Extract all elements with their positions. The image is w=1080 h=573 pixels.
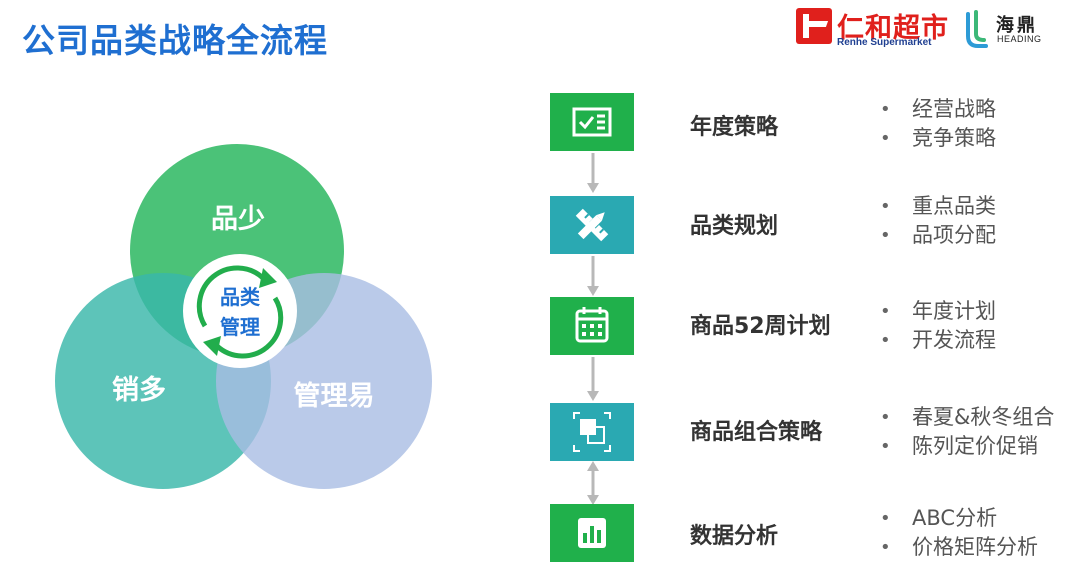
renhe-logo-subtext: Renhe Supermarket <box>837 37 932 48</box>
step-1-title: 年度策略 <box>690 115 779 140</box>
step-1-bullet-1: 经营战略 <box>880 95 996 124</box>
step-5-bullet-1: ABC分析 <box>880 504 1038 533</box>
haiding-mark-icon <box>966 10 988 48</box>
step-4-bullet-1: 春夏&秋冬组合 <box>880 403 1054 432</box>
cycle-arrows-icon <box>196 265 284 359</box>
step-2-icon-box <box>550 196 634 254</box>
haiding-logo-subtext: HEADING <box>997 34 1042 44</box>
step-2-title: 品类规划 <box>690 214 779 239</box>
step-4-bullets: 春夏&秋冬组合 陈列定价促销 <box>880 403 1054 461</box>
step-5-title: 数据分析 <box>690 524 779 549</box>
step-1-icon-box <box>550 93 634 151</box>
haiding-logo: 海鼎 HEADING <box>962 10 1062 52</box>
step-4-bullet-2: 陈列定价促销 <box>880 432 1054 461</box>
step-3-icon-box <box>550 297 634 355</box>
step-1-bullet-2: 竞争策略 <box>880 124 996 153</box>
step-3-bullet-2: 开发流程 <box>880 326 996 355</box>
combine-squares-icon <box>550 403 634 461</box>
pencil-ruler-icon <box>550 196 634 254</box>
renhe-logo-text: 仁和超市 <box>837 13 949 44</box>
step-4-title: 商品组合策略 <box>690 420 823 445</box>
step-5-bullets: ABC分析 价格矩阵分析 <box>880 504 1038 562</box>
venn-label-left: 销多 <box>112 375 166 406</box>
calendar-icon <box>550 297 634 355</box>
step-2-bullets: 重点品类 品项分配 <box>880 192 996 250</box>
center-label: 品类 管理 <box>183 282 297 342</box>
step-3-bullets: 年度计划 开发流程 <box>880 297 996 355</box>
page-title: 公司品类战略全流程 <box>22 21 328 60</box>
renhe-logo: 仁和超市 Renhe Supermarket <box>796 8 948 54</box>
venn-label-top: 品少 <box>211 204 265 235</box>
haiding-logo-text: 海鼎 <box>996 15 1038 36</box>
venn-diagram: 品少 销多 管理易 品类 管理 <box>0 0 520 573</box>
center-label-line1: 品类 <box>220 285 260 309</box>
center-label-line2: 管理 <box>220 315 260 339</box>
checklist-icon <box>550 93 634 151</box>
step-5-icon-box <box>550 504 634 562</box>
arrow-updown-icon <box>587 461 599 505</box>
arrow-down-icon <box>587 153 599 193</box>
bar-chart-icon <box>550 504 634 562</box>
step-4-icon-box <box>550 403 634 461</box>
step-5-bullet-2: 价格矩阵分析 <box>880 533 1038 562</box>
venn-label-right: 管理易 <box>293 381 375 412</box>
step-3-title: 商品52周计划 <box>690 314 831 339</box>
center-badge: 品类 管理 <box>183 254 297 368</box>
step-2-bullet-1: 重点品类 <box>880 192 996 221</box>
renhe-mark-icon <box>796 8 832 44</box>
arrow-down-icon <box>587 357 599 401</box>
step-3-bullet-1: 年度计划 <box>880 297 996 326</box>
arrow-down-icon <box>587 256 599 296</box>
step-1-bullets: 经营战略 竞争策略 <box>880 95 996 153</box>
step-2-bullet-2: 品项分配 <box>880 221 996 250</box>
